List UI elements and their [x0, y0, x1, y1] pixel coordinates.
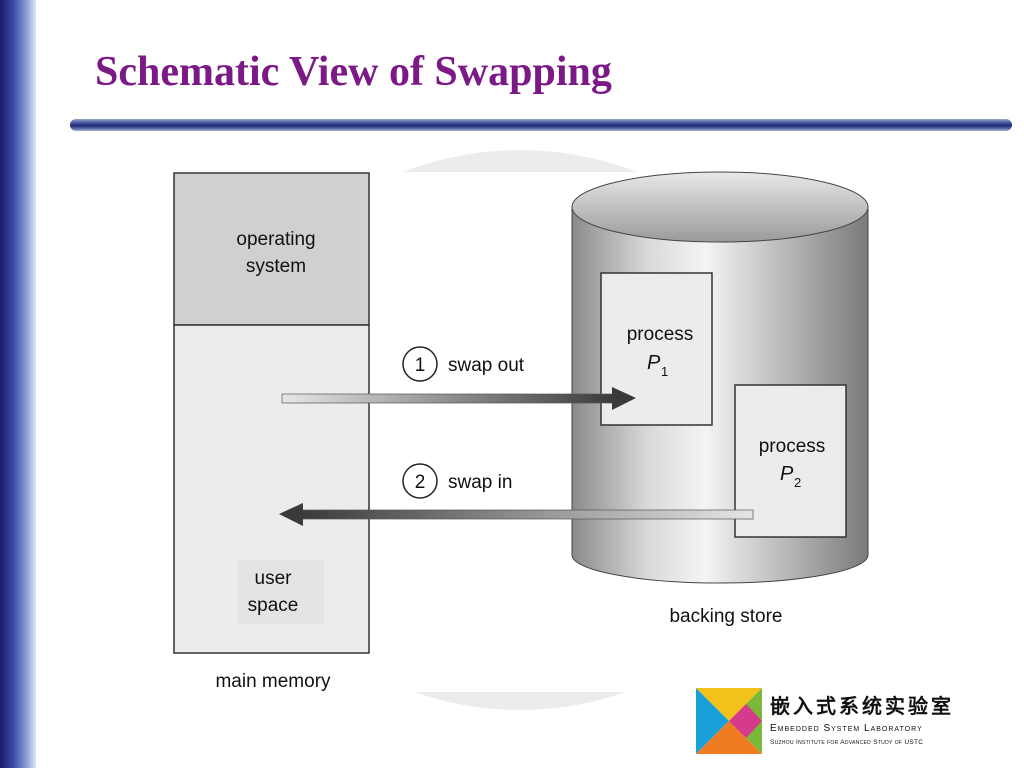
process-p1-subscript: 1	[661, 364, 668, 379]
os-label-line1: operating	[236, 229, 315, 250]
swap-out-arrow-shaft	[281, 393, 615, 404]
user-space-label-line2: space	[248, 595, 299, 616]
side-decoration-bar	[0, 0, 36, 768]
lab-affiliation: Suzhou Institute for Advanced Study of U…	[770, 739, 924, 746]
swap-in-arrow-shaft	[299, 509, 754, 520]
process-p2-subscript: 2	[794, 475, 801, 490]
step-1-badge	[402, 346, 438, 382]
user-space-label-bg	[238, 560, 324, 624]
lab-name-english: Embedded System Laboratory	[770, 723, 923, 734]
backing-store-cylinder-top	[571, 171, 869, 243]
main-memory-caption: main memory	[215, 671, 331, 692]
swap-out-arrow: 1 swap out	[281, 346, 636, 410]
process-p1-symbol: P	[647, 352, 661, 374]
swap-out-arrow-head	[612, 387, 636, 410]
slide-title: Schematic View of Swapping	[95, 49, 612, 95]
step-2-number: 2	[415, 472, 426, 493]
process-p1-label: process	[627, 324, 694, 345]
swap-in-label: swap in	[448, 472, 512, 493]
swap-out-label: swap out	[448, 355, 525, 376]
main-memory: operating system user space main memory	[173, 172, 370, 692]
process-p2-box	[734, 384, 847, 538]
backing-store-caption: backing store	[669, 606, 782, 627]
user-space-label-line1: user	[255, 568, 293, 589]
title-divider	[70, 119, 1012, 131]
os-label-line2: system	[246, 256, 306, 277]
lab-logo-icon	[696, 688, 762, 754]
swap-in-arrow-head	[279, 503, 303, 526]
step-1-number: 1	[415, 355, 426, 376]
os-region	[173, 172, 370, 326]
lab-name-chinese: 嵌入式系统实验室	[770, 694, 954, 718]
process-p2-symbol: P	[780, 463, 794, 485]
process-p2-label: process	[759, 436, 826, 457]
swap-in-arrow: 2 swap in	[279, 463, 754, 526]
step-2-badge	[402, 463, 438, 499]
